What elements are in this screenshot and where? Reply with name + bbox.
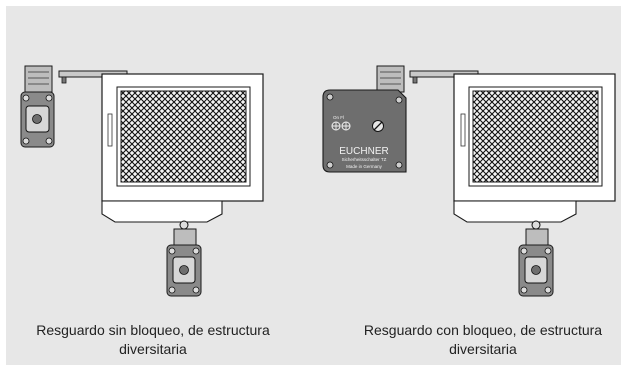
position-switch-icon <box>166 220 202 297</box>
caption-left: Resguardo sin bloqueo, de estructura div… <box>8 321 298 359</box>
guard-right: On Fl EUCHNER Sicherheitsschalter TZ Mad… <box>322 65 616 297</box>
caption-right-line1: Resguardo con bloqueo, de estructura <box>363 322 603 338</box>
guard-bottom-plate <box>453 200 577 223</box>
guard-handle <box>107 113 113 147</box>
lock-device: On Fl EUCHNER Sicherheitsschalter TZ Mad… <box>322 65 407 173</box>
guard-bottom-plate <box>101 200 223 223</box>
caption-left-line1: Resguardo sin bloqueo, de estructura <box>36 322 270 338</box>
caption-right: Resguardo con bloqueo, de estructura div… <box>338 321 627 359</box>
led-label: On Fl <box>333 115 344 120</box>
guard-window-icon <box>472 90 599 183</box>
lock-origin-line: Made in Germany <box>346 164 383 169</box>
guard-handle <box>460 113 466 147</box>
led-icon <box>331 121 351 131</box>
guard-window-icon <box>120 90 247 183</box>
caption-right-line2: diversitaria <box>449 341 517 357</box>
caption-left-line2: diversitaria <box>119 341 187 357</box>
lock-body <box>322 89 407 173</box>
safety-switch-icon <box>20 65 55 148</box>
guard-left <box>20 65 264 297</box>
lock-screw-icon <box>372 120 384 132</box>
lock-brand: EUCHNER <box>339 146 388 157</box>
position-switch-icon <box>518 220 554 297</box>
lock-model-line: Sicherheitsschalter TZ <box>342 157 387 162</box>
